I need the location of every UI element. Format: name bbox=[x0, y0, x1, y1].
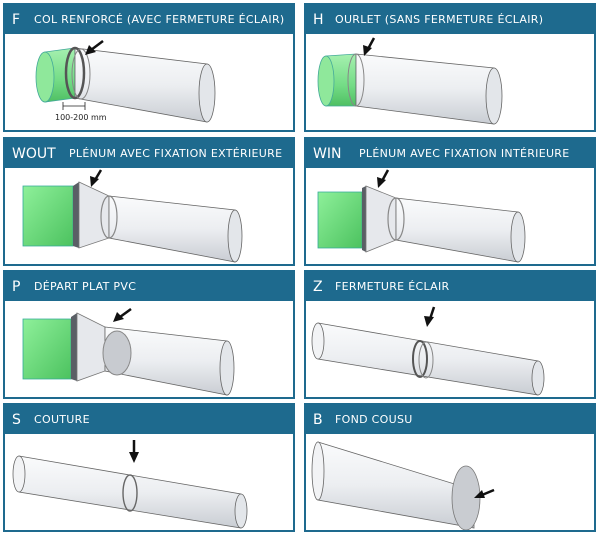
card-title: COL RENFORCÉ (AVEC FERMETURE ÉCLAIR) bbox=[34, 13, 285, 26]
card-header: B FOND COUSU bbox=[306, 405, 594, 434]
dimension-label: 100-200 mm bbox=[55, 113, 107, 122]
card-code: H bbox=[313, 11, 324, 28]
card-header: Z FERMETURE ÉCLAIR bbox=[306, 272, 594, 301]
card-title: OURLET (SANS FERMETURE ÉCLAIR) bbox=[335, 13, 544, 26]
card-title: COUTURE bbox=[34, 413, 90, 426]
arrow-icon bbox=[113, 307, 132, 322]
arrow-icon bbox=[129, 440, 139, 463]
card-illustration bbox=[5, 434, 293, 530]
card-title: DÉPART PLAT PVC bbox=[34, 280, 137, 293]
arrow-icon bbox=[90, 169, 103, 187]
card-illustration bbox=[306, 168, 594, 264]
arrow-icon bbox=[474, 488, 495, 498]
card-plenum-exterieure: WOUT PLÉNUM AVEC FIXATION EXTÉRIEURE bbox=[3, 137, 295, 266]
card-code: WOUT bbox=[12, 145, 56, 162]
card-title: PLÉNUM AVEC FIXATION EXTÉRIEURE bbox=[69, 147, 283, 160]
card-code: S bbox=[12, 411, 21, 428]
card-code: P bbox=[12, 278, 21, 295]
plenum-outside-illustration bbox=[22, 169, 243, 263]
card-illustration bbox=[306, 301, 594, 397]
arrow-icon bbox=[424, 306, 436, 327]
card-illustration: 100-200 mm bbox=[5, 34, 293, 130]
card-plenum-interieure: WIN PLÉNUM AVEC FIXATION INTÉRIEURE bbox=[304, 137, 596, 266]
arrow-icon bbox=[377, 169, 390, 188]
card-header: H OURLET (SANS FERMETURE ÉCLAIR) bbox=[306, 5, 594, 34]
card-title: FOND COUSU bbox=[335, 413, 413, 426]
card-code: F bbox=[12, 11, 21, 28]
card-header: S COUTURE bbox=[5, 405, 293, 434]
card-header: WIN PLÉNUM AVEC FIXATION INTÉRIEURE bbox=[306, 139, 594, 168]
card-ourlet: H OURLET (SANS FERMETURE ÉCLAIR) bbox=[304, 3, 596, 132]
flat-pvc-illustration bbox=[22, 307, 235, 396]
card-code: WIN bbox=[313, 145, 342, 162]
zipper-duct-illustration bbox=[311, 306, 545, 396]
card-fond-cousu: B FOND COUSU bbox=[304, 403, 596, 532]
card-code: Z bbox=[313, 278, 323, 295]
card-depart-plat-pvc: P DÉPART PLAT PVC bbox=[3, 270, 295, 399]
card-illustration bbox=[5, 168, 293, 264]
plenum-inside-illustration bbox=[317, 169, 526, 263]
card-illustration bbox=[306, 434, 594, 530]
card-title: PLÉNUM AVEC FIXATION INTÉRIEURE bbox=[359, 147, 570, 160]
card-header: WOUT PLÉNUM AVEC FIXATION EXTÉRIEURE bbox=[5, 139, 293, 168]
hem-duct-illustration bbox=[317, 37, 503, 125]
card-header: F COL RENFORCÉ (AVEC FERMETURE ÉCLAIR) bbox=[5, 5, 293, 34]
card-header: P DÉPART PLAT PVC bbox=[5, 272, 293, 301]
card-couture: S COUTURE bbox=[3, 403, 295, 532]
seam-duct-illustration bbox=[12, 440, 248, 529]
collar-duct-illustration bbox=[35, 40, 216, 123]
sewn-end-illustration bbox=[311, 441, 495, 530]
card-code: B bbox=[313, 411, 323, 428]
card-fermeture-eclair: Z FERMETURE ÉCLAIR bbox=[304, 270, 596, 399]
card-title: FERMETURE ÉCLAIR bbox=[335, 280, 450, 293]
card-illustration bbox=[5, 301, 293, 397]
arrow-icon bbox=[363, 37, 376, 56]
card-illustration bbox=[306, 34, 594, 130]
card-col-renforce: F COL RENFORCÉ (AVEC FERMETURE ÉCLAIR) 1… bbox=[3, 3, 295, 132]
arrow-icon bbox=[85, 40, 104, 55]
